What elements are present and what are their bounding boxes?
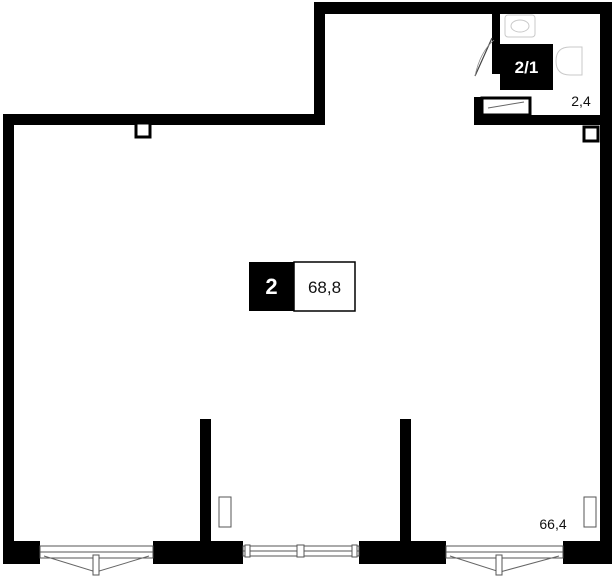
room-number-main: 2 <box>265 274 277 299</box>
room-label-main: 2 68,8 <box>249 261 356 312</box>
total-area: 66,4 <box>539 516 566 532</box>
vent-niches <box>134 121 600 143</box>
window-center <box>242 544 360 558</box>
room-area-bathroom: 2,4 <box>571 93 591 109</box>
balcony-door-left <box>39 545 154 576</box>
room-number-bathroom: 2/1 <box>515 58 539 77</box>
balcony-door-right <box>445 545 564 576</box>
walls <box>3 2 612 564</box>
room-area-main: 68,8 <box>308 278 341 297</box>
bathroom-fixtures <box>504 14 583 76</box>
shelf <box>480 96 532 117</box>
room-label-bathroom: 2/1 <box>500 44 553 90</box>
radiators <box>218 496 597 528</box>
bathroom-door <box>474 37 495 77</box>
